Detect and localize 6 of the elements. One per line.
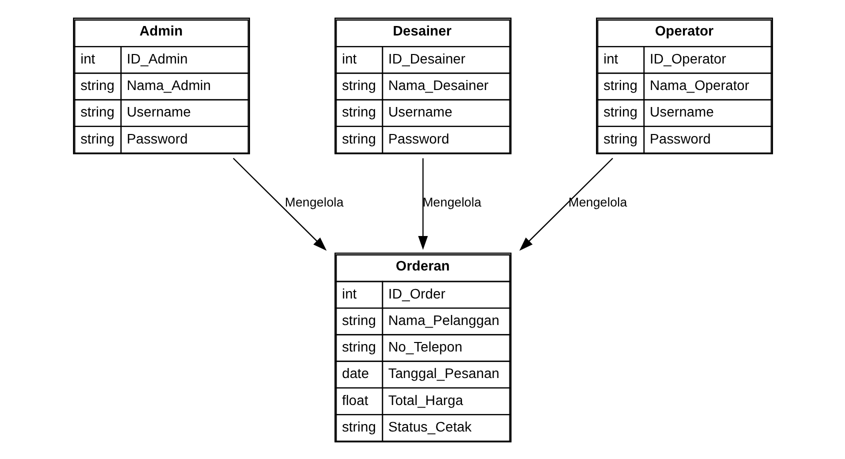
arrow	[232, 157, 326, 250]
edge-label: Mengelola	[422, 194, 481, 210]
edge-label: Mengelola	[568, 194, 627, 210]
arrow	[518, 157, 613, 250]
edge-label: Mengelola	[284, 194, 344, 210]
arrow	[418, 158, 428, 250]
